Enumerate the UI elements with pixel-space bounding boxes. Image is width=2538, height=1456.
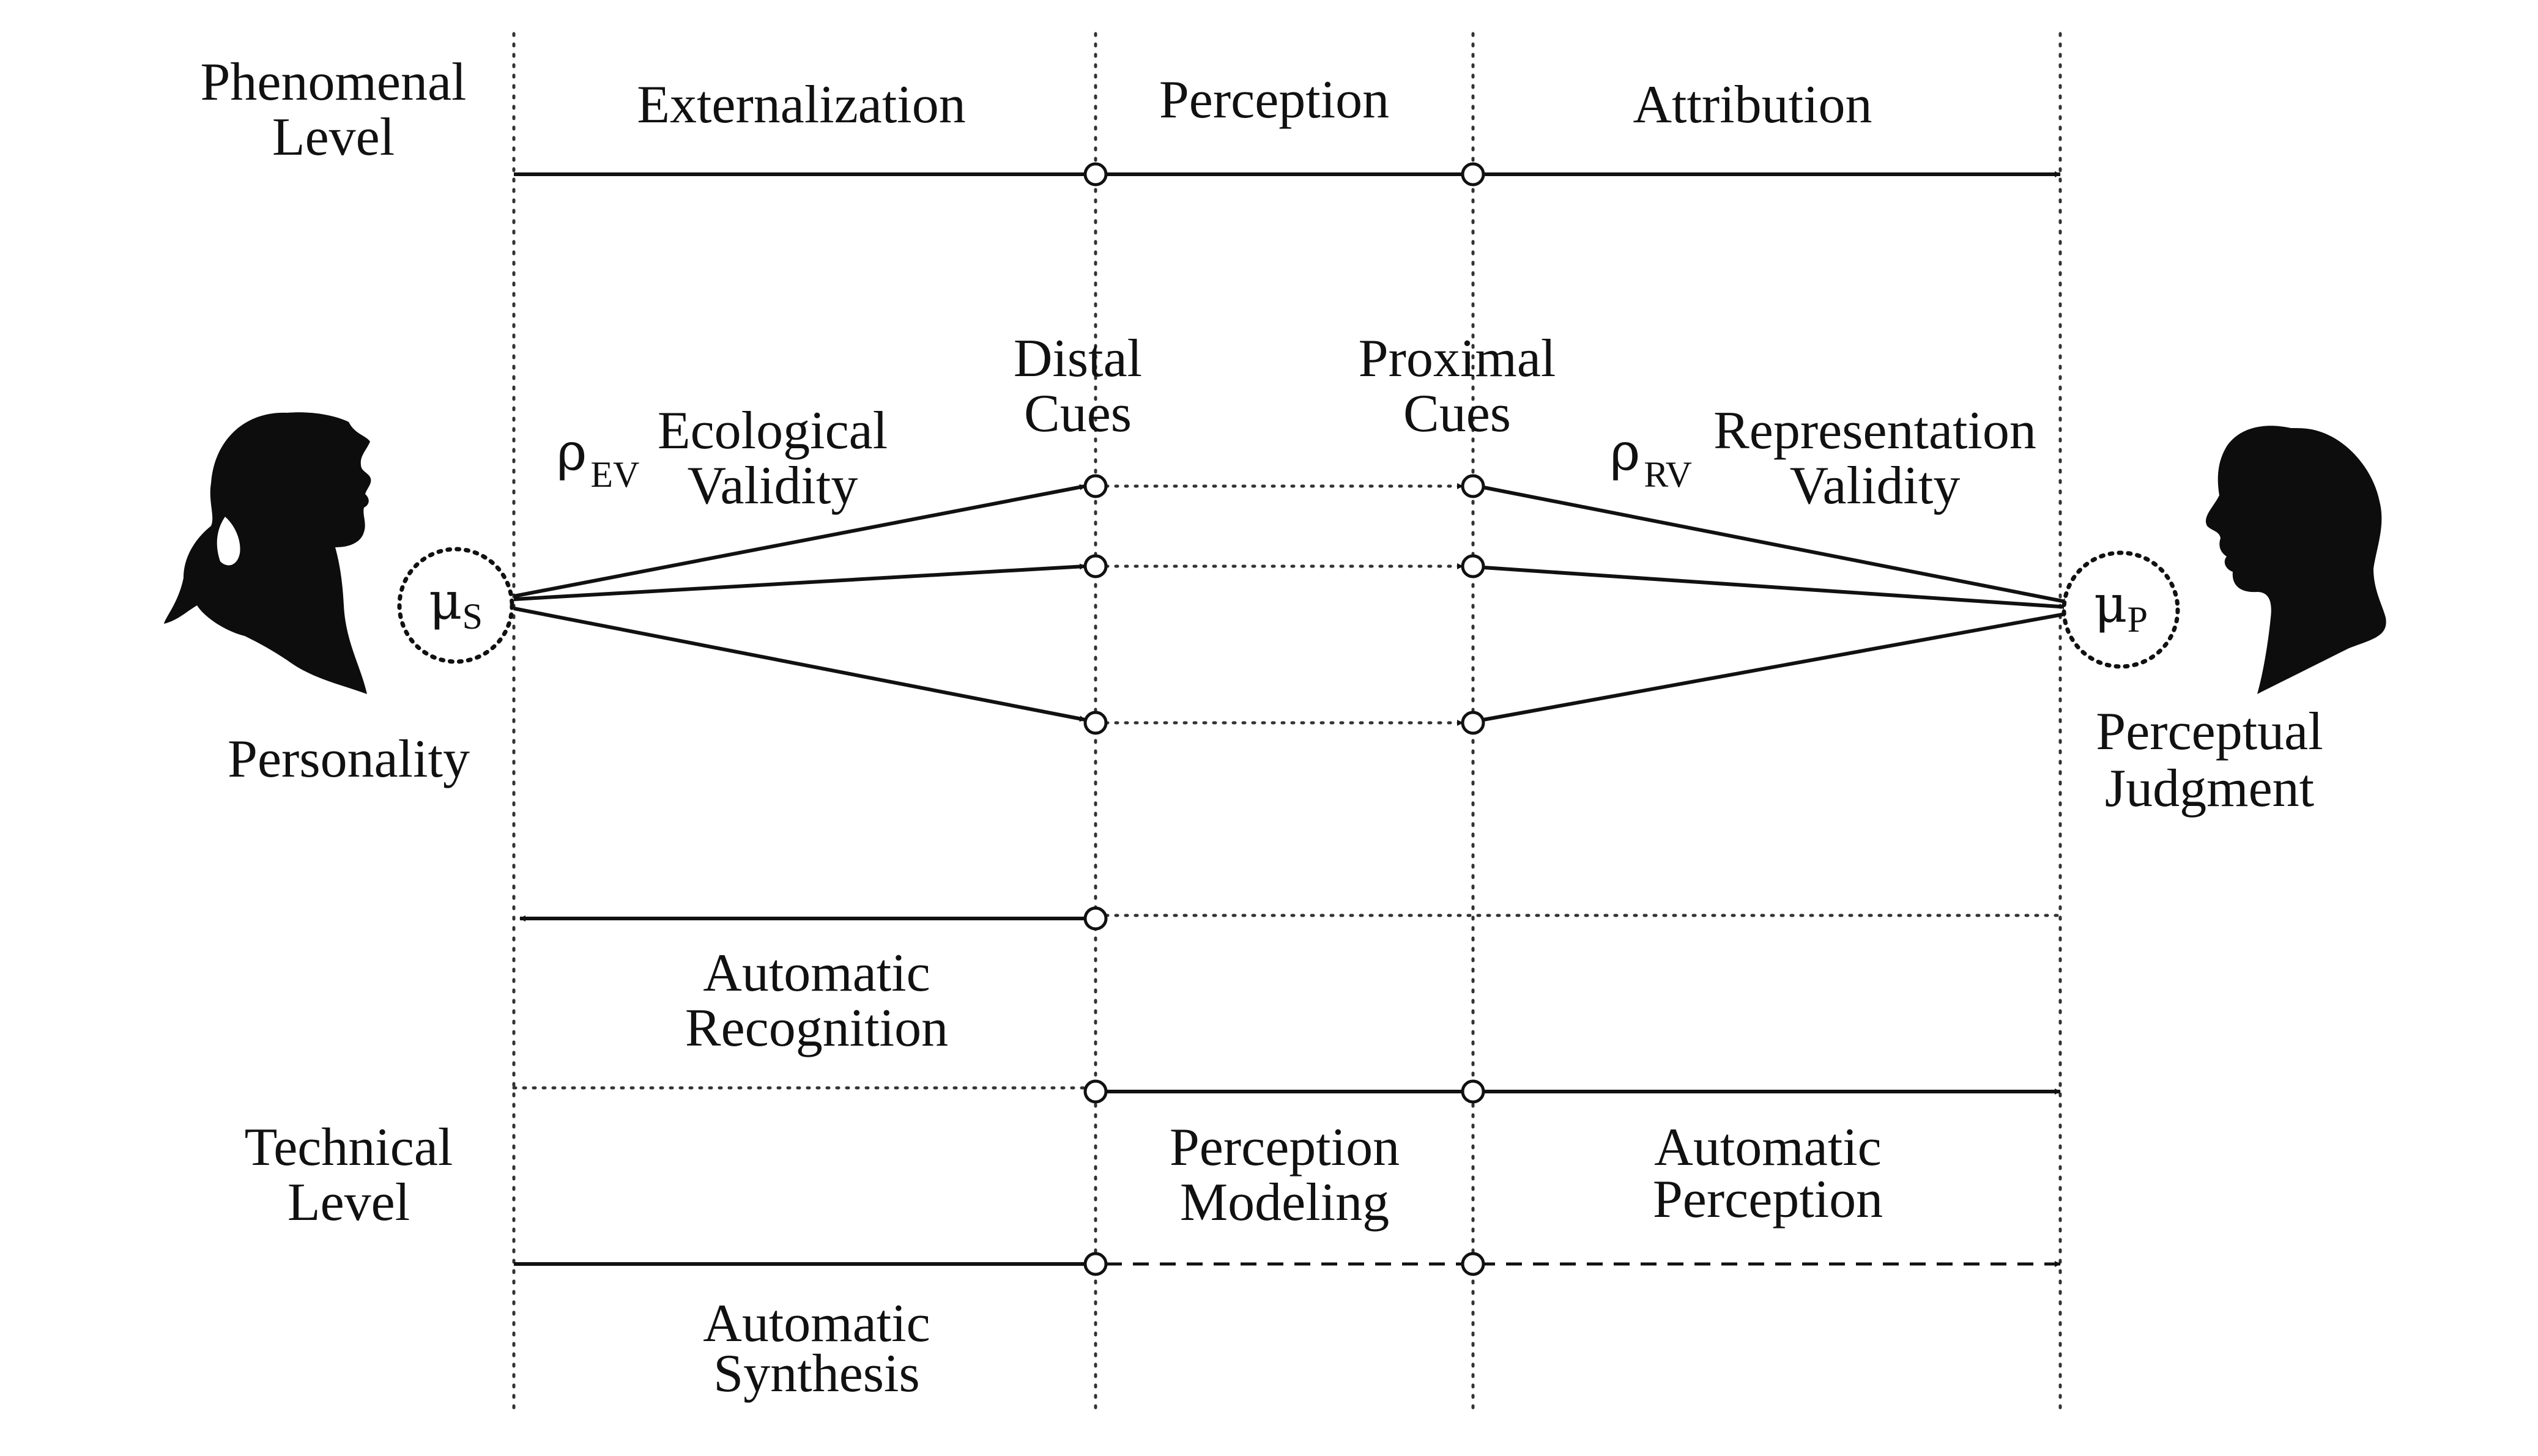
perceptual-judgment-line-2: Judgment bbox=[2105, 759, 2314, 818]
cue-nodes bbox=[1083, 474, 1485, 735]
automatic-synthesis-line-1: Automatic bbox=[703, 1294, 930, 1353]
mu-p-circle bbox=[2061, 550, 2180, 669]
automatic-recognition-line-2: Recognition bbox=[685, 999, 948, 1058]
proximal-cues-line-2: Cues bbox=[1403, 384, 1511, 443]
distal-node-top bbox=[1083, 162, 1108, 187]
perception-modeling-line-1: Perception bbox=[1170, 1118, 1400, 1177]
automatic-perception-flow bbox=[512, 1079, 2061, 1104]
externalization-label: Externalization bbox=[637, 75, 966, 135]
distal-cue-node-1 bbox=[1083, 474, 1108, 498]
automatic-perception-line-2: Perception bbox=[1653, 1170, 1883, 1229]
proximal-cue-node-2 bbox=[1461, 554, 1485, 578]
phenomenal-level-label: Phenomenal Level bbox=[200, 53, 466, 167]
proximal-cue-node-1 bbox=[1461, 474, 1485, 498]
technical-level-line-2: Level bbox=[288, 1173, 410, 1232]
proximal-cue-node-3 bbox=[1461, 711, 1485, 735]
automatic-perception-line-1: Automatic bbox=[1654, 1118, 1881, 1177]
cue-arrow-1-distal bbox=[513, 484, 1086, 598]
synthesis-distal-node bbox=[1083, 1252, 1108, 1276]
automatic-recognition-line-1: Automatic bbox=[703, 944, 930, 1003]
proximal-cues-label: Proximal Cues bbox=[1359, 329, 1556, 443]
automatic-recognition-flow bbox=[519, 906, 2062, 931]
perception-modeling-label: Perception Modeling bbox=[1170, 1118, 1400, 1232]
distal-cue-node-3 bbox=[1083, 711, 1108, 735]
perception-distal-node bbox=[1083, 1079, 1108, 1104]
perceptual-judgment-line-1: Perceptual bbox=[2096, 702, 2323, 761]
synthesis-proximal-node bbox=[1461, 1252, 1485, 1276]
cue-arrow-2-proximal bbox=[1483, 566, 2069, 610]
cue-transmission-dotted bbox=[1104, 483, 1464, 726]
automatic-synthesis-flow bbox=[514, 1252, 2061, 1276]
cue-arrow-1-proximal bbox=[1483, 486, 2069, 605]
personality-label: Personality bbox=[228, 730, 470, 789]
male-silhouette-icon bbox=[2206, 426, 2386, 694]
ecological-validity-arrows bbox=[513, 484, 1086, 722]
automatic-synthesis-line-2: Synthesis bbox=[713, 1344, 919, 1403]
distal-cues-line-2: Cues bbox=[1024, 384, 1132, 443]
representation-validity-line-2: Validity bbox=[1790, 456, 1961, 516]
proximal-cues-line-1: Proximal bbox=[1359, 329, 1556, 388]
representation-validity-label: Representation Validity bbox=[1713, 401, 2036, 516]
cue-arrow-2-distal bbox=[513, 563, 1086, 601]
ecological-validity-line-1: Ecological bbox=[658, 401, 888, 460]
perceptual-judgment-label: Perceptual Judgment bbox=[2096, 702, 2323, 818]
distal-cues-line-1: Distal bbox=[1014, 329, 1142, 388]
representation-validity-line-1: Representation bbox=[1713, 401, 2036, 460]
technical-level-line-1: Technical bbox=[245, 1118, 453, 1177]
cue-arrow-3-proximal bbox=[1483, 611, 2069, 722]
attribution-label: Attribution bbox=[1633, 75, 1872, 135]
automatic-perception-label: Automatic Perception bbox=[1653, 1118, 1883, 1229]
technical-level-label: Technical Level bbox=[245, 1118, 453, 1232]
female-silhouette-icon bbox=[164, 412, 371, 694]
ecological-validity-line-2: Validity bbox=[688, 456, 858, 516]
cue-arrow-3-distal bbox=[513, 607, 1086, 722]
distal-cue-node-2 bbox=[1083, 554, 1108, 578]
mu-p-label: μP bbox=[2094, 574, 2148, 640]
perception-label: Perception bbox=[1159, 70, 1389, 130]
automatic-recognition-label: Automatic Recognition bbox=[685, 944, 948, 1058]
mu-s-node: μS bbox=[397, 547, 514, 664]
proximal-node-top bbox=[1461, 162, 1485, 187]
perception-proximal-node bbox=[1461, 1079, 1485, 1104]
recognition-node bbox=[1083, 906, 1108, 931]
distal-cues-label: Distal Cues bbox=[1014, 329, 1142, 443]
phenomenal-level-flow bbox=[514, 162, 2061, 187]
representation-validity-arrows bbox=[1483, 486, 2069, 722]
phenomenal-level-line-2: Level bbox=[272, 108, 395, 167]
perception-modeling-line-2: Modeling bbox=[1180, 1173, 1389, 1232]
mu-p-node: μP bbox=[2061, 550, 2180, 669]
automatic-synthesis-label: Automatic Synthesis bbox=[703, 1294, 930, 1403]
phenomenal-level-line-1: Phenomenal bbox=[200, 53, 466, 112]
mu-s-circle bbox=[397, 547, 514, 664]
ecological-validity-label: Ecological Validity bbox=[658, 401, 888, 516]
mu-s-label: μS bbox=[429, 571, 483, 637]
